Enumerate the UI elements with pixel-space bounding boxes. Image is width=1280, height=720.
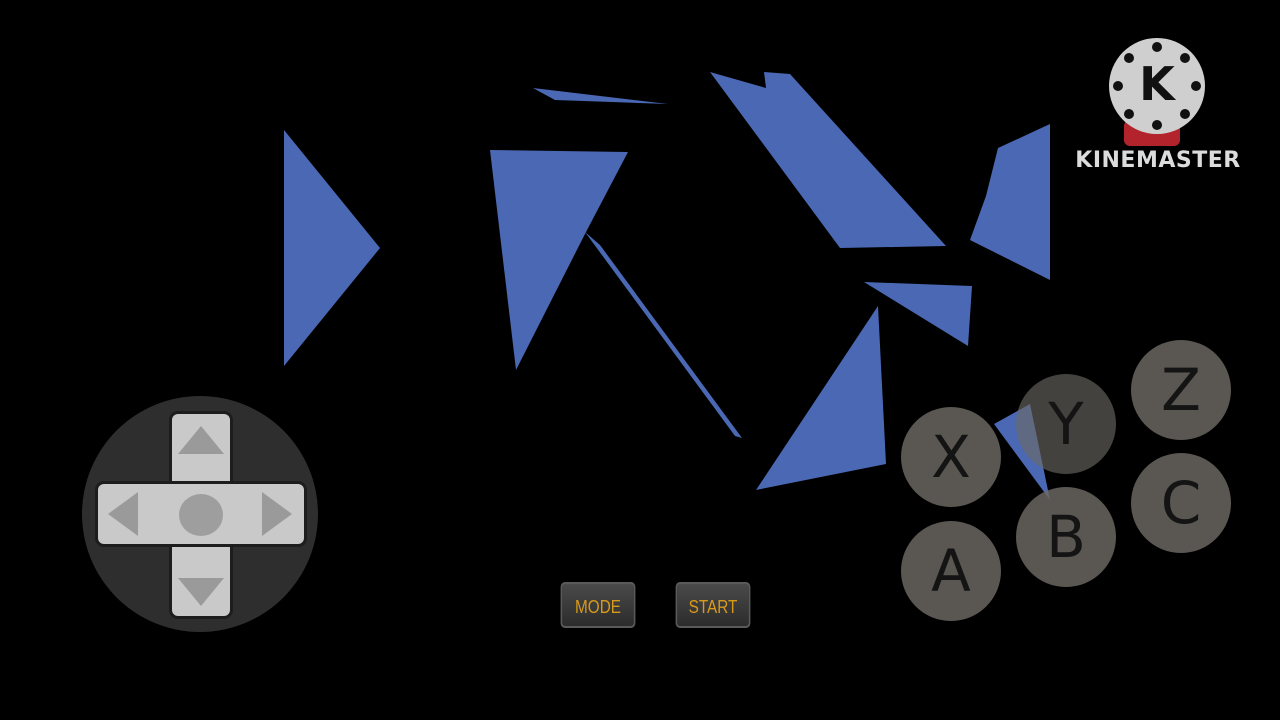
blue-shard	[710, 72, 946, 248]
a-button[interactable]: A	[901, 521, 1001, 621]
mode-button[interactable]: MODE	[560, 582, 636, 628]
c-button[interactable]: C	[1131, 453, 1231, 553]
blue-shard	[533, 88, 668, 104]
b-button[interactable]: B	[1016, 487, 1116, 587]
arrow-right-icon[interactable]	[262, 492, 292, 536]
y-button[interactable]: Y	[1016, 374, 1116, 474]
blue-shard	[284, 130, 380, 366]
arrow-left-icon[interactable]	[108, 492, 138, 536]
blue-shard	[756, 306, 886, 490]
blue-shard	[585, 232, 742, 438]
blue-shard	[970, 124, 1050, 280]
kinemaster-watermark: K KINEMASTER	[1068, 36, 1248, 186]
blue-shard	[490, 150, 628, 370]
arrow-up-icon[interactable]	[178, 426, 224, 454]
z-button[interactable]: Z	[1131, 340, 1231, 440]
dpad-center-icon	[179, 494, 223, 536]
blue-shard	[994, 404, 1050, 500]
logo-letter: K	[1139, 57, 1175, 111]
arrow-down-icon[interactable]	[178, 578, 224, 606]
directional-pad[interactable]	[82, 396, 318, 632]
watermark-brand: KINEMASTER	[1075, 148, 1241, 173]
blue-shard	[864, 282, 972, 346]
start-button[interactable]: START	[675, 582, 751, 628]
x-button[interactable]: X	[901, 407, 1001, 507]
kinemaster-logo-icon	[1109, 38, 1205, 134]
